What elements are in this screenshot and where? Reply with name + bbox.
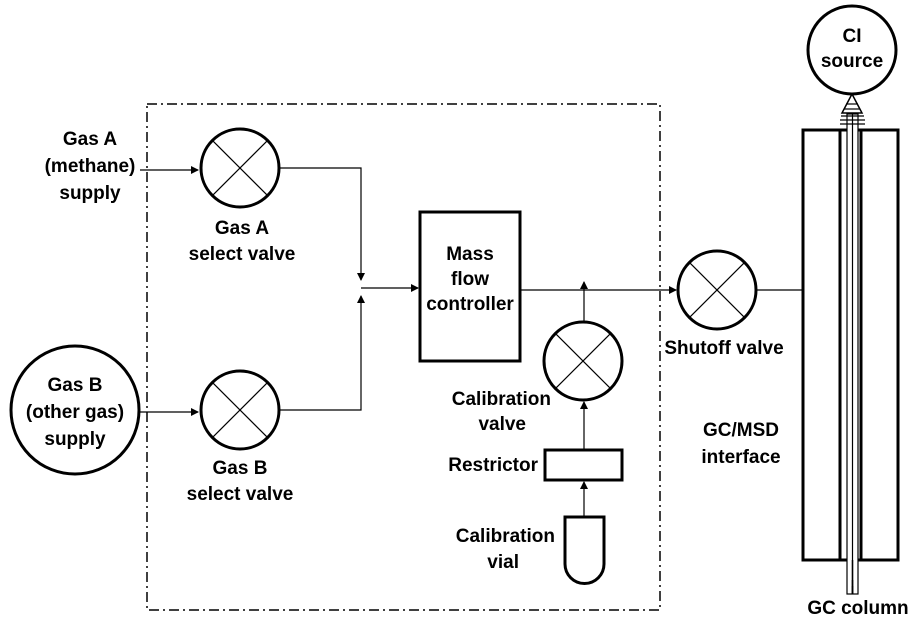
interface-label-line2: interface [701, 447, 780, 468]
gas-a-supply-line2: (methane) [45, 156, 136, 177]
gas-b-to-merge-line [279, 295, 365, 411]
ci-source-line2: source [821, 51, 883, 72]
calibration-vial-label-line1: Calibration [456, 526, 555, 547]
mfc-label-line3: controller [426, 294, 514, 315]
shutoff-valve-label: Shutoff valve [664, 338, 783, 359]
gc-column-label: GC column [807, 598, 908, 619]
gas-b-supply: Gas B (other gas) supply [9, 344, 141, 476]
calibration-vial-label-line2: vial [487, 552, 519, 573]
gas-a-supply-line3: supply [59, 183, 121, 204]
gas-b-supply-line2: (other gas) [26, 402, 124, 423]
gas-b-select-valve[interactable] [199, 369, 281, 451]
gas-a-supply-line1: Gas A [63, 129, 117, 150]
shutoff-valve[interactable] [676, 249, 758, 331]
ci-source[interactable]: CI source [806, 4, 898, 96]
gas-a-valve-label-line1: Gas A [215, 218, 269, 239]
flow-module-boundary [146, 103, 661, 611]
gas-a-select-valve[interactable] [199, 127, 281, 209]
mfc-label-line1: Mass [446, 244, 494, 265]
calibration-vial[interactable] [563, 515, 606, 585]
gas-a-to-merge-line [279, 167, 365, 281]
mfc-label-line2: flow [451, 269, 489, 290]
ci-source-line1: CI [843, 26, 862, 47]
ci-source-tip [840, 92, 865, 125]
restrictor-label: Restrictor [448, 455, 538, 476]
gas-b-valve-label-line1: Gas B [213, 458, 268, 479]
mass-flow-controller[interactable] [418, 210, 522, 363]
interface-label-line1: GC/MSD [703, 420, 779, 441]
gas-b-supply-line3: supply [44, 429, 106, 450]
gas-b-supply-line1: Gas B [48, 375, 103, 396]
gas-a-valve-label-line2: select valve [189, 244, 296, 265]
gas-a-supply: Gas A (methane) supply [45, 129, 136, 204]
gas-b-valve-label-line2: select valve [187, 484, 294, 505]
calibration-valve-label-line2: valve [478, 414, 526, 435]
restrictor[interactable] [543, 448, 624, 482]
calibration-valve-label-line1: Calibration [452, 389, 551, 410]
calibration-valve[interactable] [542, 320, 624, 402]
